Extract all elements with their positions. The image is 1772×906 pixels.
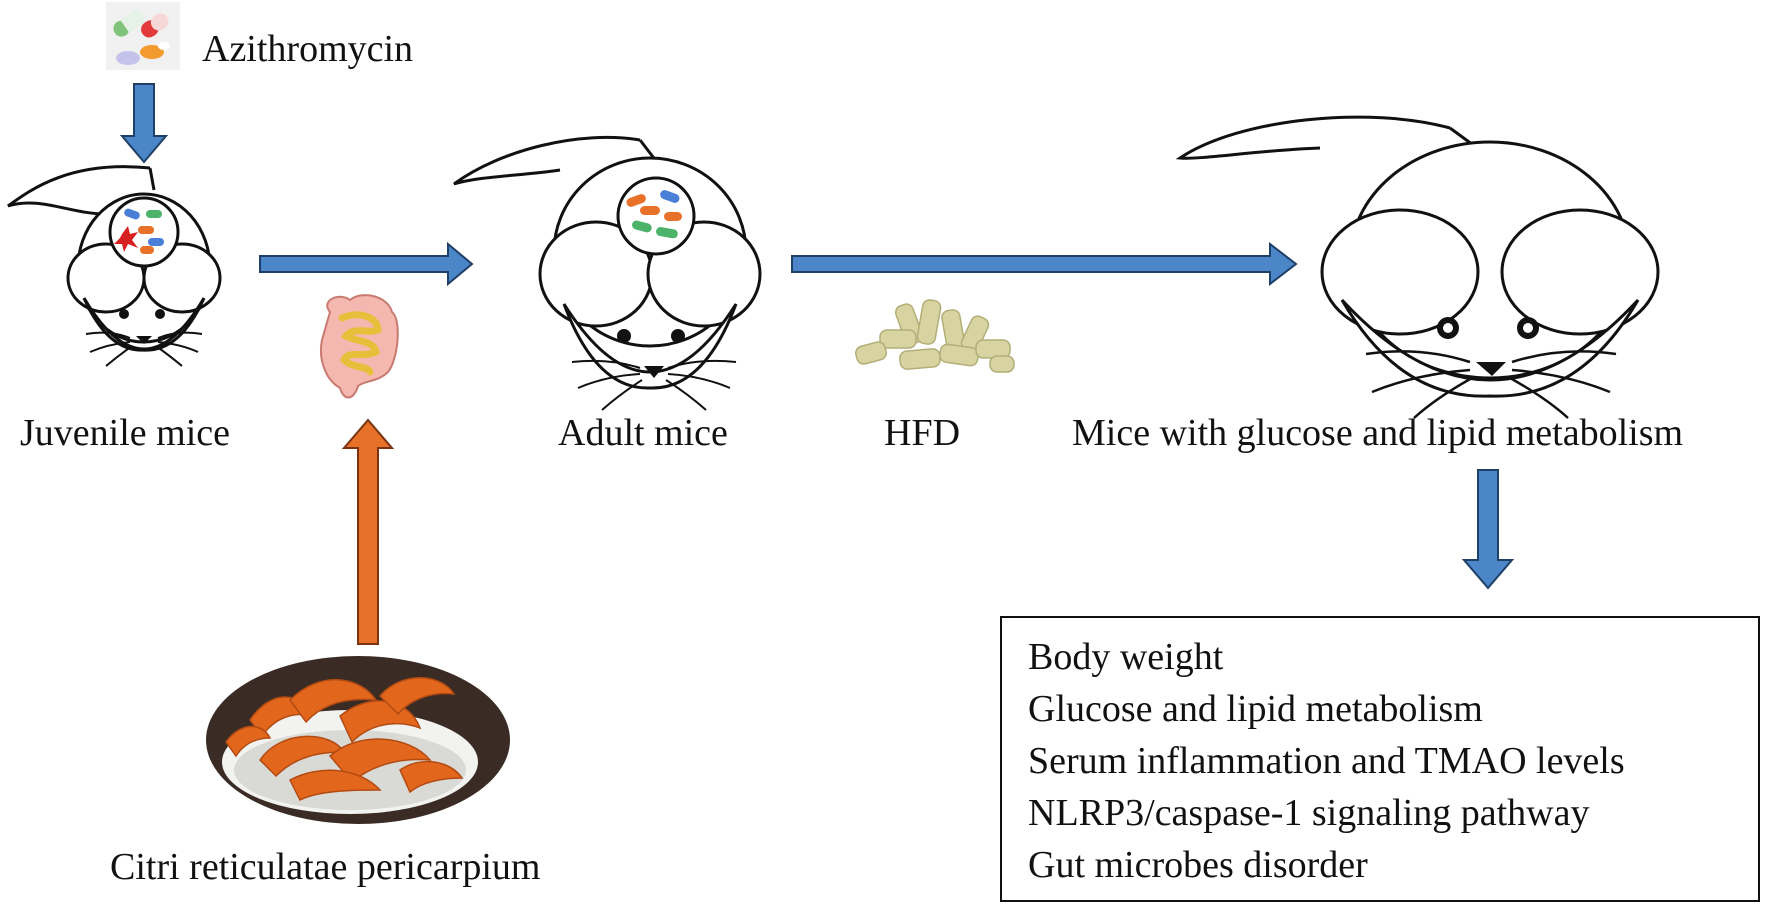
adult-bacteria-icon [626,190,682,239]
juvenile-face [119,309,165,344]
arrow-down-azithromycin [119,83,169,164]
hfd-pellets-icon [855,299,1015,373]
juvenile-mice-label: Juvenile mice [20,412,230,454]
arrow-right-2 [791,241,1298,287]
juvenile-whiskers [85,331,203,367]
arrow-up-citri [341,418,395,645]
outcomes-box: Body weight Glucose and lipid metabolism… [1000,616,1760,902]
outcome-item: Serum inflammation and TMAO levels [1028,740,1625,782]
large-mouse-face [1437,317,1539,376]
arrow-right-1 [259,241,474,287]
citri-label: Citri reticulatae pericarpium [110,846,541,888]
large-mouse-icon [1175,115,1660,398]
mice-glucose-label: Mice with glucose and lipid metabolism [1072,412,1684,454]
outcome-item: Gut microbes disorder [1028,844,1368,886]
outcome-item: Body weight [1028,636,1224,678]
outcome-item: Glucose and lipid metabolism [1028,688,1483,730]
hfd-label: HFD [884,412,961,454]
adult-whiskers [571,359,737,411]
citrus-peel-dish-icon [206,656,510,824]
intestine-icon [320,294,399,399]
adult-face [617,329,685,378]
juvenile-mouse-icon [7,165,222,352]
large-mouse-whiskers [1365,350,1617,419]
azithromycin-label: Azithromycin [202,28,414,70]
adult-mouse-icon [453,135,762,390]
pills-icon [106,2,180,70]
adult-mice-label: Adult mice [558,412,728,454]
juvenile-bacteria-icon [114,208,164,254]
outcome-item: NLRP3/caspase-1 signaling pathway [1028,792,1590,834]
arrow-down-outcomes [1461,469,1515,590]
